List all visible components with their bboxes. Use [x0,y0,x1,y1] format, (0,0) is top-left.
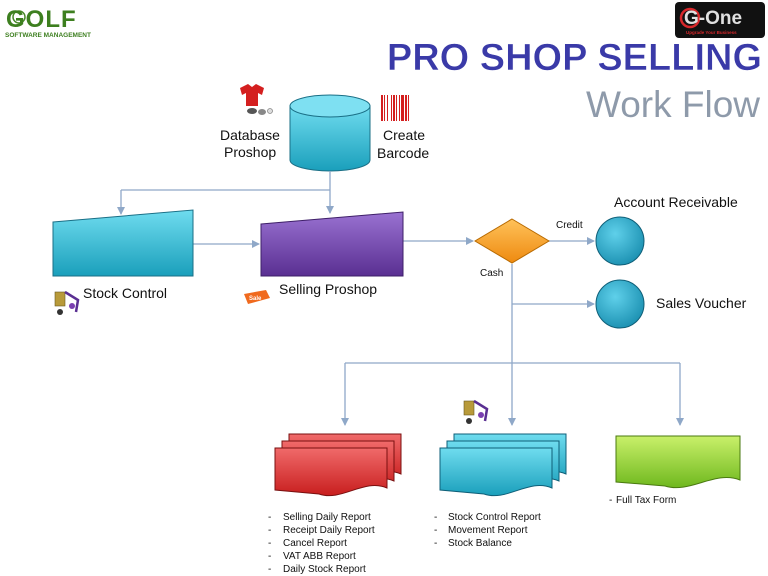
stock-control-shape [52,209,194,277]
barcode-stripe [393,95,395,121]
barcode-icon [381,95,409,121]
barcode-stripe [408,95,409,121]
stock-report-item: Stock Control Report [448,512,541,523]
selling-report-item: VAT ABB Report [283,551,356,562]
barcode-stripe [399,95,400,121]
stock-control-label: Stock Control [83,285,167,301]
barcode-stripe [381,95,383,121]
list-bullet: - [268,551,271,562]
golf-logo-subtitle: SOFTWARE MANAGEMENT [5,32,91,39]
barcode-label-line2: Barcode [377,145,429,161]
list-bullet: - [434,512,437,523]
sales-voucher-label: Sales Voucher [656,295,747,311]
barcode-stripe [396,95,397,121]
sale-tag-text: Sale [249,296,262,302]
selling-proshop-label: Selling Proshop [279,281,377,297]
selling-report-item: Cancel Report [283,538,347,549]
full-tax-form-document [615,435,741,489]
hand-truck-icon-reports [463,399,489,424]
barcode-stripe [401,95,404,121]
page-title: PRO SHOP SELLING [387,37,762,79]
credit-label: Credit [556,220,583,231]
golf-logo: GOLF SOFTWARE MANAGEMENT [5,6,91,39]
account-receivable-label: Account Receivable [614,194,738,210]
list-bullet: - [609,495,612,506]
list-bullet: - [434,525,437,536]
list-bullet: - [268,512,271,523]
gone-logo-word: G-One [684,8,742,29]
stock-reports-stack [439,433,567,497]
hand-truck-icon [54,290,80,315]
stock-report-item: Stock Balance [448,538,512,549]
list-bullet: - [434,538,437,549]
barcode-stripe [384,95,385,121]
cash-label: Cash [480,268,503,279]
page-subtitle: Work Flow [586,84,760,125]
sale-tag-icon: Sale [244,290,270,304]
selling-report-list: - Selling Daily Report - Receipt Daily Repo… [268,512,375,575]
golf-ball-icon [12,10,26,24]
golf-logo-word: GOLF [6,6,77,33]
database-label-line1: Database [220,127,280,143]
barcode-stripe [405,95,407,121]
tshirt-icon [240,84,273,115]
stock-report-item: Movement Report [448,525,528,536]
selling-report-item: Daily Stock Report [283,564,366,575]
selling-proshop-shape [260,211,404,277]
sales-voucher-node [595,279,645,329]
barcode-stripe [387,95,388,121]
account-receivable-node [595,216,645,266]
tax-form-item: Full Tax Form [616,495,676,506]
connectors [117,171,684,426]
selling-report-item: Selling Daily Report [283,512,371,523]
tax-form-list: -Full Tax Form [609,495,676,506]
list-bullet: - [268,525,271,536]
barcode-stripe [391,95,392,121]
list-bullet: - [268,564,271,575]
stock-report-list: -Stock Control Report-Movement Report-St… [434,512,541,549]
database-label-line2: Proshop [224,144,276,160]
list-bullet: - [268,538,271,549]
gone-logo-tagline: Upgrade Your Business [686,30,737,35]
gone-logo: G-One Upgrade Your Business [675,2,765,38]
barcode-label-line1: Create [383,127,425,143]
database-cylinder [289,94,371,172]
selling-reports-stack [274,433,402,497]
payment-decision-shape [474,218,550,264]
gone-mark-icon [679,7,701,29]
selling-report-item: Receipt Daily Report [283,525,375,536]
